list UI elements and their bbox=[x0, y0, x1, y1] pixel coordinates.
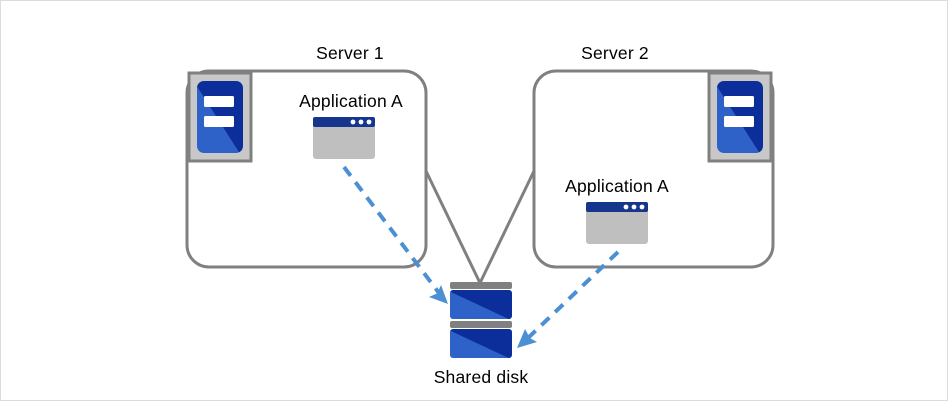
arrowhead-wing bbox=[517, 329, 530, 348]
dashed-access-line bbox=[526, 250, 620, 340]
shared-disk-icon[interactable] bbox=[450, 282, 512, 358]
window-dot-3 bbox=[366, 119, 372, 125]
app-a-server2-to-disk-access bbox=[517, 250, 620, 348]
disk-bar-top bbox=[450, 282, 512, 289]
server1-to-disk-link bbox=[424, 170, 482, 284]
disk-bar-middle bbox=[450, 321, 512, 328]
application-window-titlebar bbox=[313, 117, 375, 127]
window-dot-2 bbox=[358, 119, 364, 125]
application-window-icon bbox=[586, 202, 648, 244]
server-icon-bar-top bbox=[724, 96, 754, 107]
dashed-access-line bbox=[342, 165, 444, 299]
application-window-body bbox=[586, 202, 648, 244]
server-to-disk-connectors bbox=[424, 170, 536, 284]
arrowhead bbox=[517, 337, 537, 348]
server-icon bbox=[707, 71, 773, 163]
arrowhead-wing bbox=[437, 285, 448, 304]
window-dot-3 bbox=[639, 204, 645, 210]
server-icon-bar-top bbox=[204, 96, 234, 107]
window-dot-2 bbox=[631, 204, 637, 210]
server-icon-bar-bottom bbox=[204, 116, 234, 127]
application-a-label-server1: Application A bbox=[299, 91, 403, 111]
disk-platter-1 bbox=[450, 290, 512, 319]
shared-disk-label: Shared disk bbox=[433, 367, 529, 387]
application-window-icon bbox=[313, 117, 375, 159]
arrowhead bbox=[429, 293, 448, 304]
window-dot-1 bbox=[350, 119, 356, 125]
server2-to-disk-link bbox=[478, 170, 536, 284]
server-icon bbox=[187, 71, 253, 163]
app-a-server1-to-disk-access bbox=[342, 165, 448, 304]
window-dot-1 bbox=[623, 204, 629, 210]
application-window-body bbox=[313, 117, 375, 159]
disk-platter-2 bbox=[450, 329, 512, 358]
server-1-label: Server 1 bbox=[316, 43, 384, 63]
application-window-titlebar bbox=[586, 202, 648, 212]
server-icon-bar-bottom bbox=[724, 116, 754, 127]
application-a-label-server2: Application A bbox=[565, 176, 669, 196]
server-2-label: Server 2 bbox=[581, 43, 649, 63]
